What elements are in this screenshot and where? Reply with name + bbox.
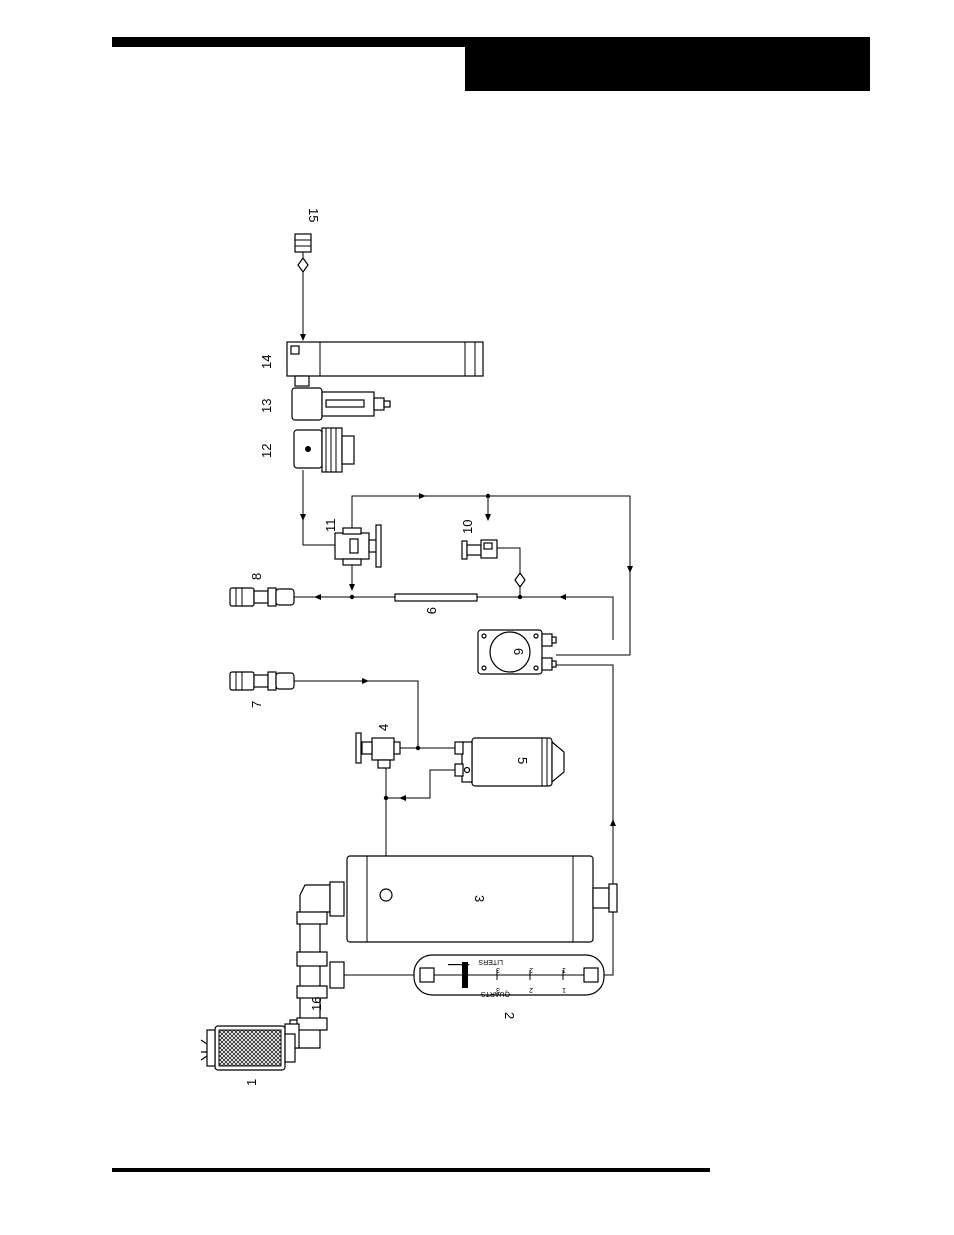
flowmeter-quarts-label: QUARTS: [481, 990, 510, 997]
flowmeter-liters-tick-3: 3: [496, 966, 500, 973]
callout-9: 9: [424, 607, 439, 614]
flowmeter-liters-label: LITERS: [478, 958, 503, 965]
flowmeter-quarts-tick-2: 2: [529, 986, 533, 993]
callout-10: 10: [460, 520, 475, 534]
callout-5: 5: [515, 757, 530, 764]
callout-2: 2: [502, 1012, 517, 1019]
flowmeter-quarts-tick-1: 1: [562, 986, 566, 993]
flowmeter-liters-tick-1: 1: [562, 966, 566, 973]
component-1-intake-filter: [201, 1026, 295, 1070]
flowmeter-liters-tick-2: 2: [529, 966, 533, 973]
callout-12: 12: [259, 444, 274, 458]
footer-rule: [112, 1168, 710, 1172]
callout-16: 16: [309, 997, 324, 1011]
callout-11: 11: [323, 519, 338, 533]
callout-7: 7: [249, 701, 264, 708]
flowmeter-model-text: ━━━━━: [447, 962, 470, 969]
component-5-canister: [455, 738, 564, 786]
component-8-coupling: [230, 588, 294, 606]
component-16-piping: [285, 882, 344, 1048]
callout-1: 1: [244, 1079, 259, 1086]
component-11-valve: [335, 525, 381, 567]
callout-13: 13: [259, 399, 274, 413]
flowmeter-quarts-tick-3: 3: [496, 986, 500, 993]
component-9-tube: [395, 594, 477, 601]
callout-4: 4: [376, 724, 391, 731]
callout-3: 3: [472, 895, 487, 902]
component-4-valve: [356, 733, 400, 768]
component-10-needle-valve: [462, 540, 525, 587]
callout-6: 6: [511, 648, 526, 655]
component-13-filter: [292, 388, 390, 420]
component-2-flowmeter: ━━━━━ LITERS QUARTS 1 2 3 1 2 3: [414, 955, 604, 997]
callout-15: 15: [306, 208, 321, 222]
component-12-regulator: [294, 428, 354, 472]
component-14-manifold: [287, 342, 483, 386]
component-7-coupling: [230, 672, 294, 690]
callout-8: 8: [249, 573, 264, 580]
callout-14: 14: [259, 355, 274, 369]
component-15-coupling: [295, 234, 311, 272]
